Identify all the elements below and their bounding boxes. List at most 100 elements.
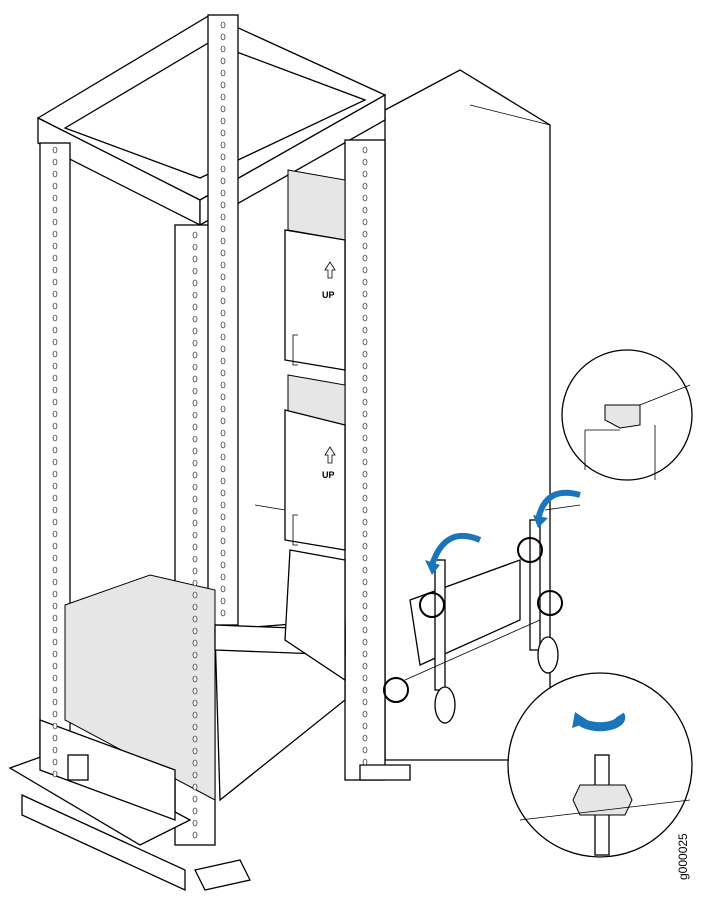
rail-hole — [362, 482, 368, 490]
rail-hole — [52, 626, 58, 634]
rail-hole — [220, 93, 226, 101]
rail-hole — [52, 410, 58, 418]
rail-hole — [192, 435, 198, 443]
rail-hole — [362, 614, 368, 622]
rail-hole — [362, 350, 368, 358]
rail-hole — [52, 206, 58, 214]
rail-hole — [52, 638, 58, 646]
rail-hole — [220, 465, 226, 473]
rail-hole — [362, 194, 368, 202]
rail-hole — [362, 218, 368, 226]
rail-hole — [192, 363, 198, 371]
rail-hole — [52, 386, 58, 394]
rail-hole — [362, 518, 368, 526]
rail-hole — [192, 699, 198, 707]
rail-hole — [362, 182, 368, 190]
rail-hole — [192, 783, 198, 791]
rail-hole — [192, 567, 198, 575]
rail-hole — [192, 627, 198, 635]
rail-hole — [52, 470, 58, 478]
rail-hole — [220, 165, 226, 173]
up-label-lower: UP — [322, 470, 335, 480]
rail-hole — [52, 422, 58, 430]
rail-hole — [362, 314, 368, 322]
rail-hole — [362, 626, 368, 634]
rail-hole — [52, 398, 58, 406]
rail-hole — [192, 495, 198, 503]
rail-hole — [52, 362, 58, 370]
rail-hole — [52, 710, 58, 718]
rail-hole — [52, 458, 58, 466]
rail-hole — [362, 290, 368, 298]
rail-hole — [52, 530, 58, 538]
rail-hole — [220, 297, 226, 305]
rail-hole — [52, 194, 58, 202]
rail-hole — [220, 201, 226, 209]
rail-hole — [220, 549, 226, 557]
rail-hole — [52, 758, 58, 766]
rail-hole — [192, 339, 198, 347]
rail-hole — [220, 393, 226, 401]
rail-hole — [192, 639, 198, 647]
rail-hole — [362, 266, 368, 274]
rail-hole — [220, 573, 226, 581]
rail-hole — [52, 518, 58, 526]
rail-hole — [192, 591, 198, 599]
rail-hole — [52, 722, 58, 730]
rail-hole — [362, 278, 368, 286]
rail-hole — [52, 374, 58, 382]
rail-hole — [192, 399, 198, 407]
rail-hole — [362, 230, 368, 238]
rail-hole — [220, 609, 226, 617]
rail-hole — [220, 537, 226, 545]
rail-hole — [192, 243, 198, 251]
rail-hole — [52, 302, 58, 310]
rail-hole — [192, 327, 198, 335]
rail-hole — [192, 255, 198, 263]
rail-hole — [362, 446, 368, 454]
rail-hole — [220, 597, 226, 605]
rail-hole — [220, 561, 226, 569]
rail-hole — [362, 422, 368, 430]
rail-hole — [192, 663, 198, 671]
rail-hole — [362, 158, 368, 166]
rotation-arrows — [425, 489, 581, 575]
rail-hole — [52, 602, 58, 610]
rail-hole — [52, 434, 58, 442]
rail-hole — [52, 686, 58, 694]
rail-hole — [362, 254, 368, 262]
rail-hole — [362, 734, 368, 742]
rail-hole — [52, 614, 58, 622]
rail-hole — [220, 69, 226, 77]
rail-hole — [220, 369, 226, 377]
rail-hole — [362, 686, 368, 694]
rail-hole — [220, 489, 226, 497]
rail-hole — [362, 638, 368, 646]
rail-hole — [220, 333, 226, 341]
rail-hole — [192, 471, 198, 479]
rail-hole — [192, 651, 198, 659]
rail-hole — [52, 698, 58, 706]
rail-hole — [52, 218, 58, 226]
rail-hole — [52, 182, 58, 190]
rail-hole — [220, 585, 226, 593]
rail-hole — [220, 513, 226, 521]
rail-hole — [362, 590, 368, 598]
rail-hole — [192, 279, 198, 287]
up-label-upper: UP — [322, 290, 335, 300]
rail-hole — [52, 746, 58, 754]
rail-hole — [52, 734, 58, 742]
rail-hole — [362, 146, 368, 154]
rail-hole — [52, 494, 58, 502]
rail-hole — [362, 746, 368, 754]
rail-hole — [52, 446, 58, 454]
rail-hole — [220, 117, 226, 125]
rail-hole — [192, 231, 198, 239]
rail-hole — [362, 398, 368, 406]
rail-hole — [362, 710, 368, 718]
rail-hole — [220, 441, 226, 449]
rail-hole — [192, 723, 198, 731]
rail-hole — [220, 381, 226, 389]
rail-hole — [220, 153, 226, 161]
rail-hole — [362, 530, 368, 538]
